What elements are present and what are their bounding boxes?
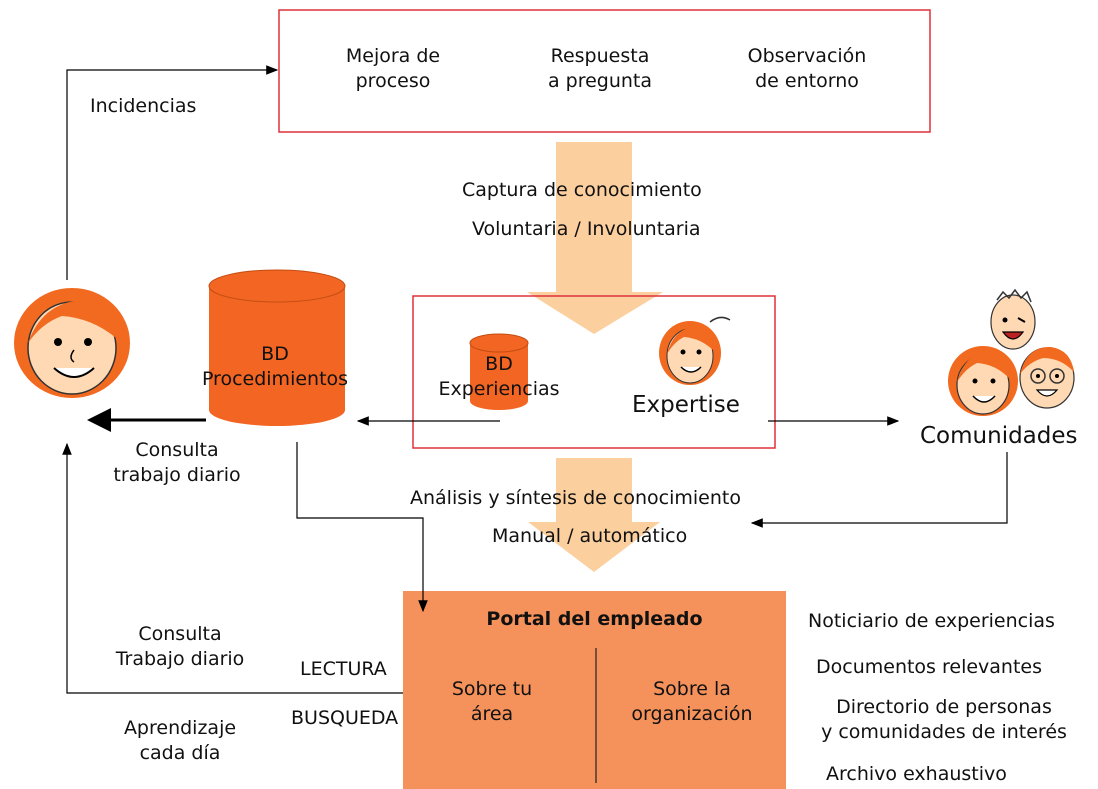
analisis-sub-label: Manual / automático xyxy=(492,525,688,547)
feature-archivo: Archivo exhaustivo xyxy=(826,763,1007,785)
incidencias-label: Incidencias xyxy=(90,95,197,117)
comunidades-label: Comunidades xyxy=(920,423,1078,449)
busqueda-label: BUSQUEDA xyxy=(291,707,399,729)
analysis-flow-arrow xyxy=(528,458,660,572)
comunidades-connector xyxy=(750,452,1008,528)
captura-label: Captura de conocimiento xyxy=(462,179,702,201)
comunidades-group-icon xyxy=(948,288,1075,416)
analisis-label: Análisis y síntesis de conocimiento xyxy=(410,487,741,509)
expertise-face-icon xyxy=(659,316,731,385)
bd-procedimientos-cylinder xyxy=(208,269,346,426)
feature-noticiario: Noticiario de experiencias xyxy=(808,610,1055,632)
aprendizaje-label: Aprendizaje cada día xyxy=(123,717,237,764)
bd-procedimientos-label: BD Procedimientos xyxy=(201,343,349,390)
portal-box xyxy=(403,591,786,789)
procedimientos-to-portal-connector xyxy=(296,442,428,613)
feature-directorio: Directorio de personas y comunidades de … xyxy=(821,696,1067,743)
portal-sobre-area: Sobre tu área xyxy=(451,678,533,725)
person-face-icon xyxy=(14,288,130,398)
consulta-trabajo-bottom-label: Consulta Trabajo diario xyxy=(115,623,245,670)
portal-to-person-connector xyxy=(62,442,403,694)
feature-documentos: Documentos relevantes xyxy=(816,656,1043,678)
bd-experiencias-label: BD Experiencias xyxy=(438,353,560,400)
expertise-label: Expertise xyxy=(632,392,740,418)
top-item-observacion: Observación de entorno xyxy=(747,45,867,92)
consulta-trabajo-label: Consulta trabajo diario xyxy=(113,439,241,486)
middle-box xyxy=(412,295,776,449)
top-item-mejora: Mejora de proceso xyxy=(345,45,441,92)
capture-flow-arrow xyxy=(527,142,663,334)
top-item-respuesta: Respuesta a pregunta xyxy=(547,45,653,92)
captura-sub-label: Voluntaria / Involuntaria xyxy=(472,218,701,240)
portal-title: Portal del empleado xyxy=(486,608,703,630)
top-box xyxy=(278,9,931,133)
portal-sobre-organizacion: Sobre la organización xyxy=(631,678,753,725)
lectura-label: LECTURA xyxy=(300,658,387,680)
bd-experiencias-cylinder xyxy=(469,333,529,410)
incidencias-connector xyxy=(66,65,279,280)
